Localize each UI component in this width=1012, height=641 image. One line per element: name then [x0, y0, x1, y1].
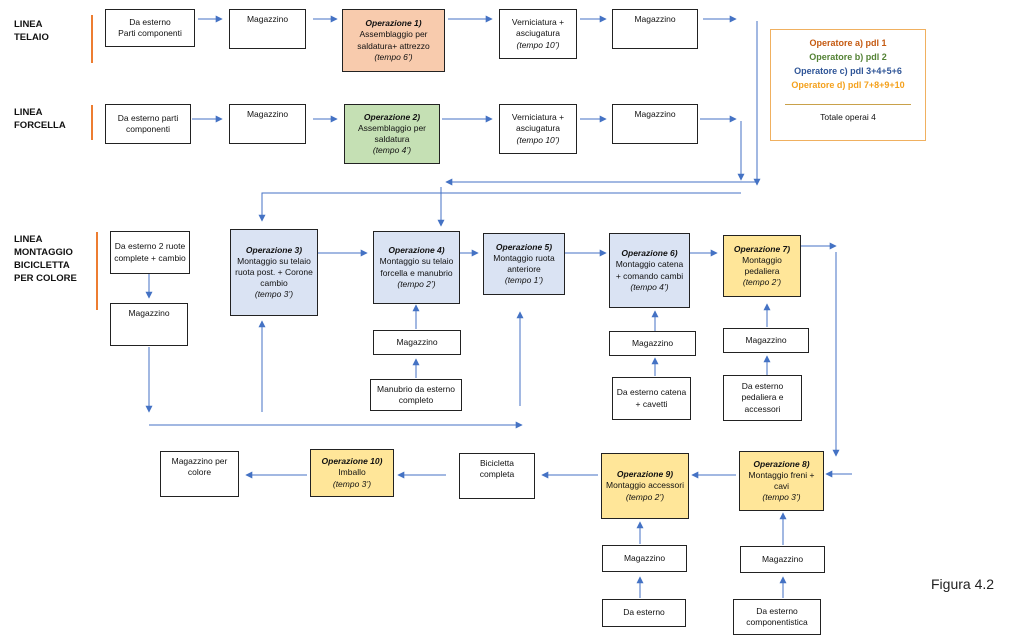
node-operazione-6[interactable]: Operazione 6)Montaggio catena + comando … [609, 233, 690, 308]
node-operazione-8[interactable]: Operazione 8)Montaggio freni + cavi(temp… [739, 451, 824, 511]
node-op8-componentistica-esterno[interactable]: Da esterno componentistica [733, 599, 821, 635]
legend-operator-b: Operatore b) pdl 2 [809, 52, 887, 62]
node-montaggio-esterno[interactable]: Da esterno 2 ruote complete + cambio [110, 231, 190, 274]
node-op7-esterno[interactable]: Da esterno pedaliera e accessori [723, 375, 802, 421]
node-telaio-verniciatura[interactable]: Verniciatura +asciugatura(tempo 10’) [499, 9, 577, 59]
node-forcella-esterno[interactable]: Da esterno parti componenti [105, 104, 191, 144]
node-op4-manubrio-esterno[interactable]: Manubrio da esterno completo [370, 379, 462, 411]
node-montaggio-magazzino[interactable]: Magazzino [110, 303, 188, 346]
operator-legend: Operatore a) pdl 1 Operatore b) pdl 2 Op… [770, 29, 926, 141]
node-op6-esterno[interactable]: Da esterno catena + cavetti [612, 377, 691, 420]
node-operazione-7[interactable]: Operazione 7)Montaggio pedaliera(tempo 2… [723, 235, 801, 297]
node-operazione-4[interactable]: Operazione 4)Montaggio su telaio forcell… [373, 231, 460, 304]
node-operazione-10[interactable]: Operazione 10)Imballo(tempo 3’) [310, 449, 394, 497]
node-op4-magazzino[interactable]: Magazzino [373, 330, 461, 355]
node-forcella-magazzino-2[interactable]: Magazzino [612, 104, 698, 144]
node-operazione-9[interactable]: Operazione 9)Montaggio accessori(tempo 2… [601, 453, 689, 519]
node-operazione-3[interactable]: Operazione 3)Montaggio su telaio ruota p… [230, 229, 318, 316]
figure-caption: Figura 4.2 [931, 576, 995, 592]
node-operazione-1[interactable]: Operazione 1)Assemblaggio per saldatura+… [342, 9, 445, 72]
node-operazione-2[interactable]: Operazione 2)Assemblaggio per saldatura(… [344, 104, 440, 164]
legend-operator-c: Operatore c) pdl 3+4+5+6 [794, 66, 902, 76]
arrow-to-op3 [258, 192, 741, 222]
node-telaio-magazzino-2[interactable]: Magazzino [612, 9, 698, 49]
legend-total: Totale operai 4 [820, 112, 876, 122]
node-forcella-verniciatura[interactable]: Verniciatura +asciugatura(tempo 10’) [499, 104, 577, 154]
legend-operator-a: Operatore a) pdl 1 [809, 38, 887, 48]
node-magazzino-per-colore[interactable]: Magazzino per colore [160, 451, 239, 497]
legend-divider [785, 104, 911, 105]
node-op6-magazzino[interactable]: Magazzino [609, 331, 696, 356]
legend-operator-d: Operatore d) pdl 7+8+9+10 [791, 80, 905, 90]
node-telaio-magazzino[interactable]: Magazzino [229, 9, 306, 49]
line-markers [91, 15, 98, 310]
node-op9-magazzino[interactable]: Magazzino [602, 545, 687, 572]
node-bicicletta-completa[interactable]: Bicicletta completa [459, 453, 535, 499]
node-op7-magazzino[interactable]: Magazzino [723, 328, 809, 353]
node-op9-esterno[interactable]: Da esterno [602, 599, 686, 627]
node-op8-magazzino[interactable]: Magazzino [740, 546, 825, 573]
node-forcella-magazzino[interactable]: Magazzino [229, 104, 306, 144]
node-operazione-5[interactable]: Operazione 5)Montaggio ruota anteriore(t… [483, 233, 565, 295]
